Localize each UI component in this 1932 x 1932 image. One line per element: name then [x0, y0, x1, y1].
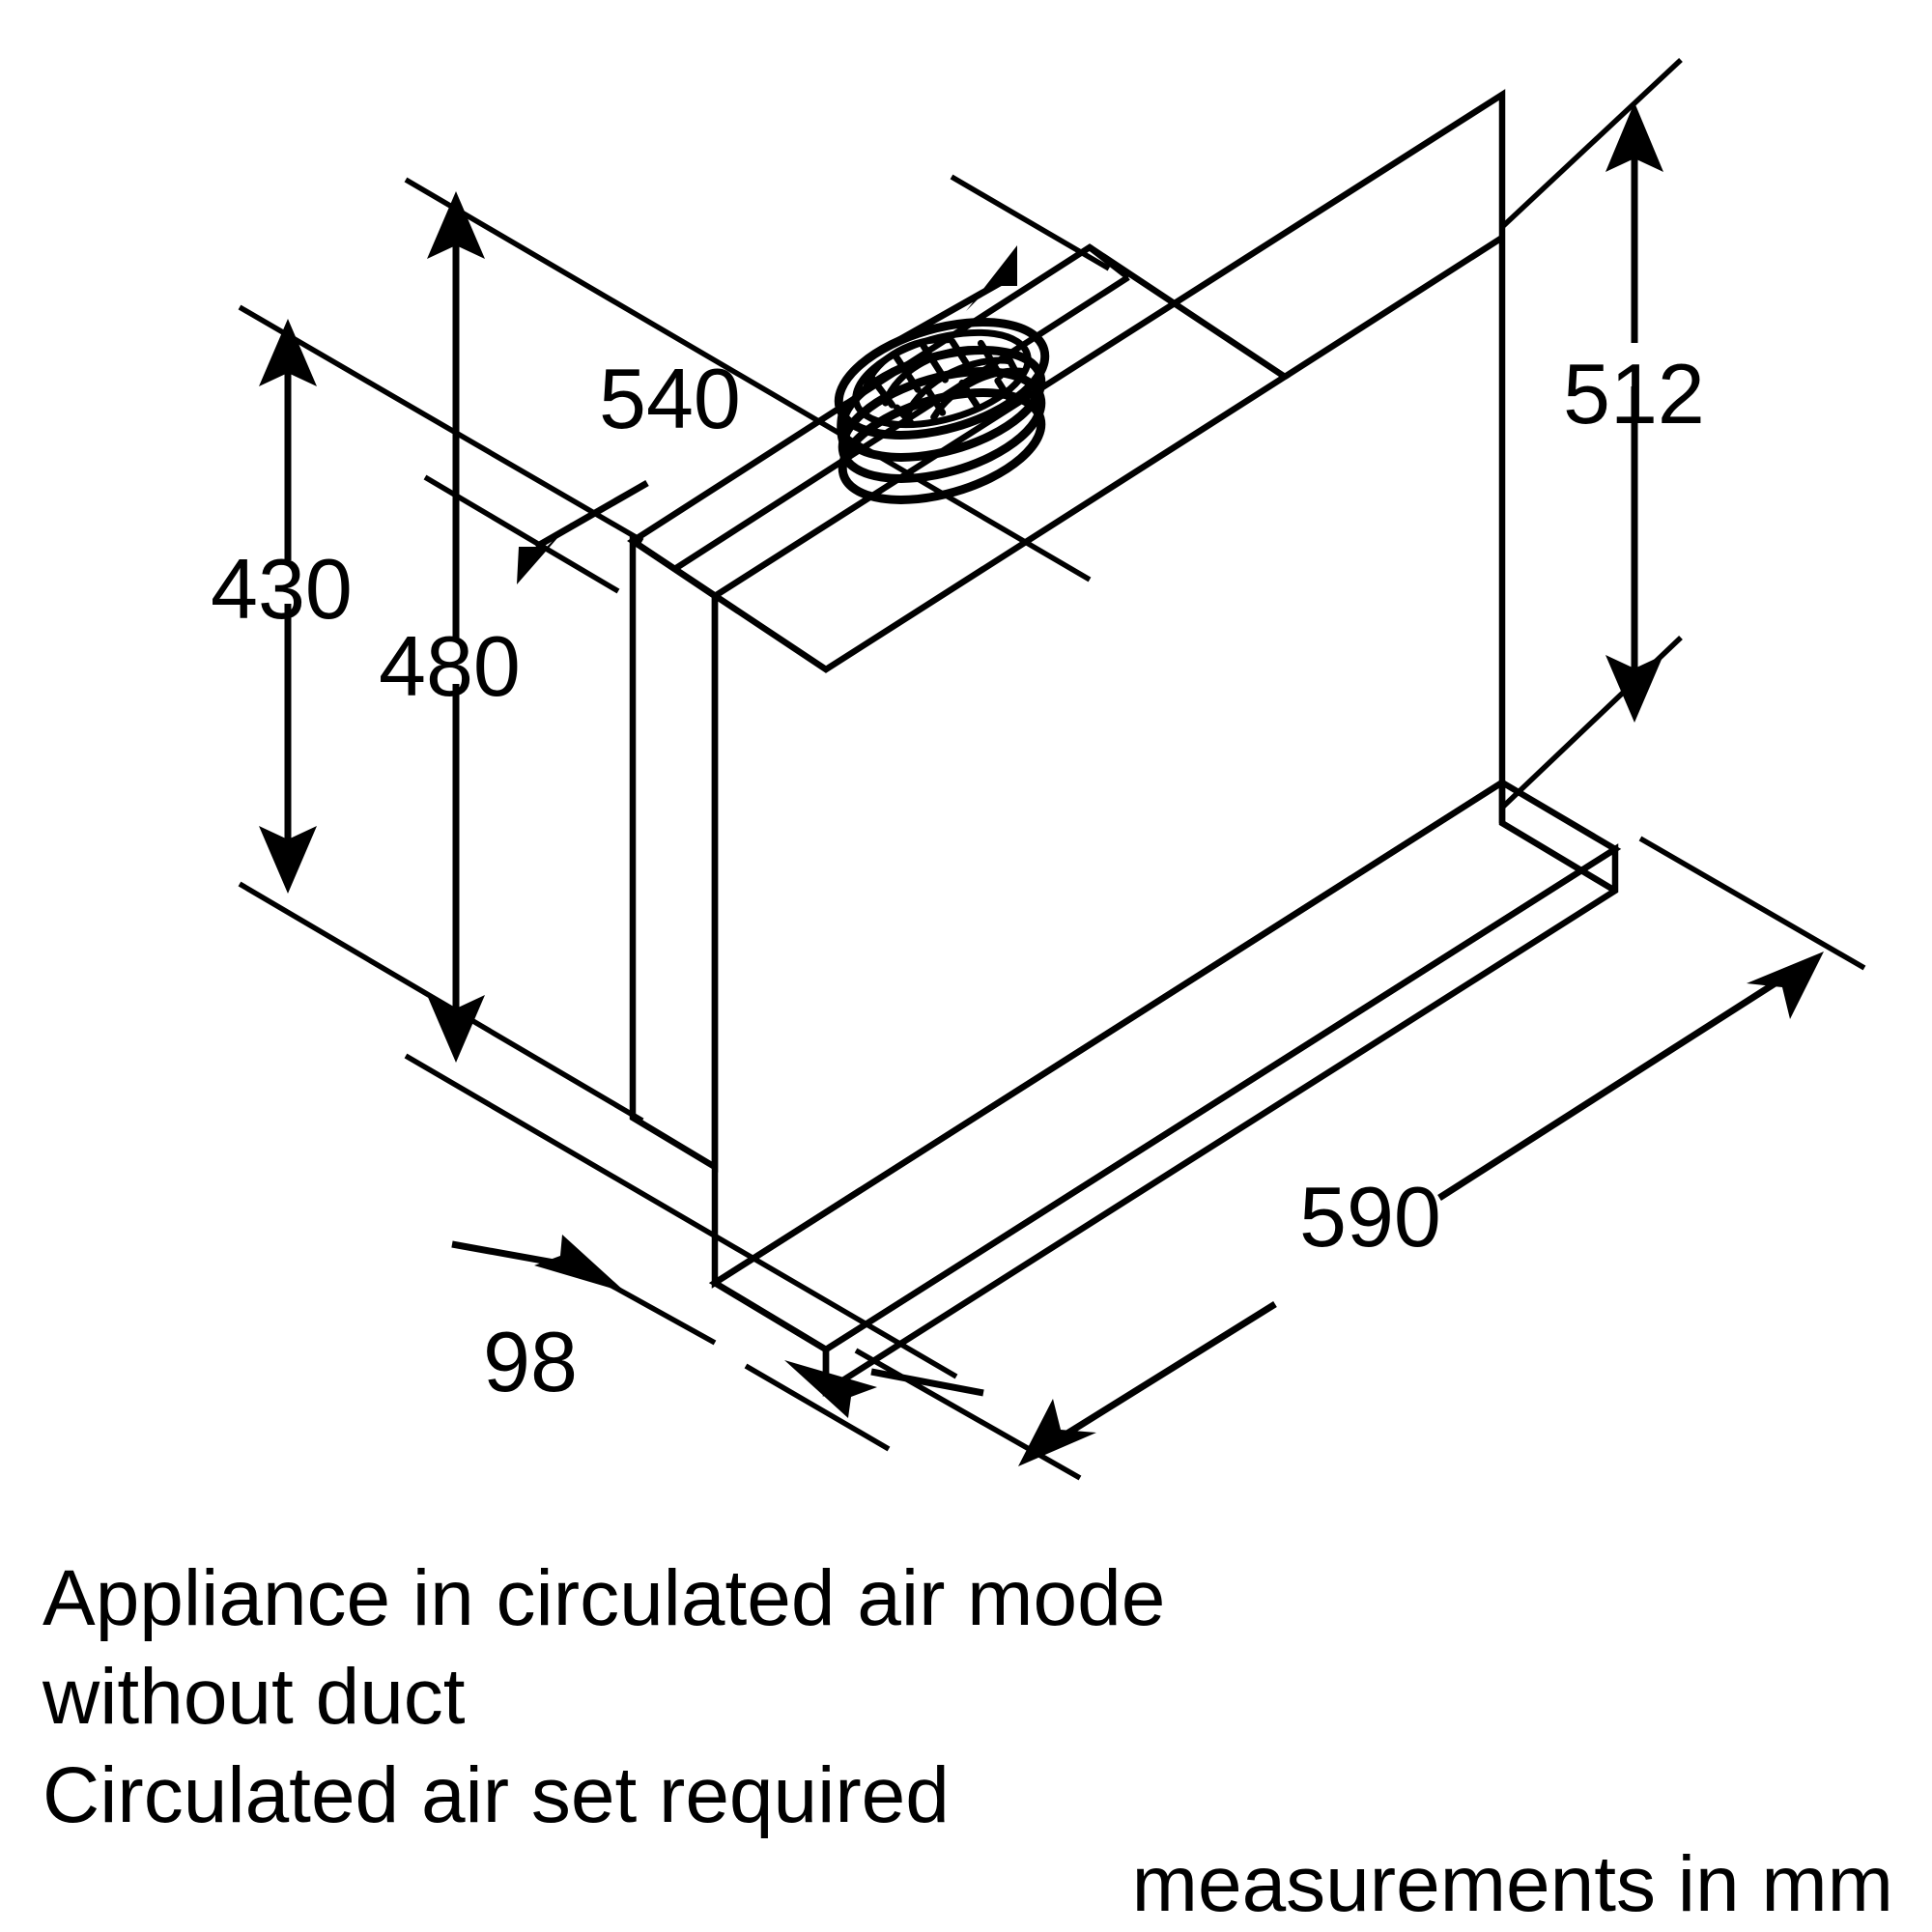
dim-590-label: 590 [1299, 1169, 1441, 1264]
hood-left-side-face [629, 534, 719, 1173]
dimension-98-group: 98 [451, 1235, 984, 1452]
dimension-540-group: 540 [423, 174, 1111, 594]
hood-top-right-edge [1283, 235, 1504, 380]
dim-98-ext-right [744, 1363, 891, 1452]
units-footer-group: measurements in mm [1132, 1840, 1893, 1928]
dim-430-arrow-down [259, 826, 317, 894]
dim-430-label: 430 [211, 541, 353, 637]
dim-590-line-right [1437, 973, 1789, 1201]
dim-512-arrow-up [1605, 102, 1663, 172]
dim-480-ext-top [404, 177, 1092, 582]
vent-latch-tab [837, 400, 850, 450]
dim-540-arrow-upper [966, 245, 1017, 311]
dim-590-line-left [1056, 1301, 1277, 1442]
circular-air-outlet-group [834, 318, 1050, 504]
front-glass-panel [711, 89, 1506, 1289]
notes-group: Appliance in circulated air mode without… [42, 1554, 1165, 1839]
note-line-2: without duct [42, 1653, 466, 1741]
dim-590-arrow-left [1018, 1399, 1096, 1466]
dim-540-line-lower [534, 479, 649, 551]
bottom-trim-top-face [708, 779, 1622, 1353]
dim-98-line-right [870, 1368, 984, 1397]
dim-540-ext-upper [950, 174, 1111, 271]
dim-512-arrow-down [1605, 655, 1663, 723]
dim-98-arrow-right [784, 1360, 877, 1418]
dim-590-ext-right [1638, 836, 1866, 971]
note-line-1: Appliance in circulated air mode [43, 1554, 1165, 1642]
vent-grille-mesh [863, 336, 1027, 427]
dim-480-arrow-down [427, 995, 485, 1063]
dim-430-arrow-up [259, 319, 317, 386]
dim-512-ext-top [1500, 57, 1683, 230]
note-line-3: Circulated air set required [43, 1751, 950, 1839]
dimension-512-group: 512 [1500, 57, 1705, 810]
vent-outer-rim [834, 318, 1050, 440]
hood-top-channel-line-2 [1088, 244, 1130, 280]
dimension-480-group: 480 [379, 177, 1092, 1379]
dim-480-arrow-up [427, 191, 485, 259]
appliance-body-group [627, 89, 1622, 1397]
dim-590-ext-left [854, 1348, 1082, 1481]
dim-540-label: 540 [599, 351, 741, 446]
dim-480-ext-bottom [404, 1053, 958, 1379]
bottom-trim-front-face [822, 843, 1619, 1397]
hood-top-face [627, 243, 1291, 673]
dim-540-arrow-lower [517, 522, 572, 584]
dimension-430-group: 430 [211, 304, 644, 1123]
dim-98-label: 98 [483, 1314, 578, 1409]
dim-590-arrow-right [1747, 952, 1824, 1019]
units-note: measurements in mm [1132, 1840, 1893, 1928]
dimension-590-group: 590 [854, 836, 1866, 1481]
dim-512-label: 512 [1563, 346, 1705, 441]
dim-98-arrow-left [534, 1235, 626, 1293]
dim-430-ext-top [238, 304, 644, 544]
dim-480-label: 480 [379, 618, 521, 714]
